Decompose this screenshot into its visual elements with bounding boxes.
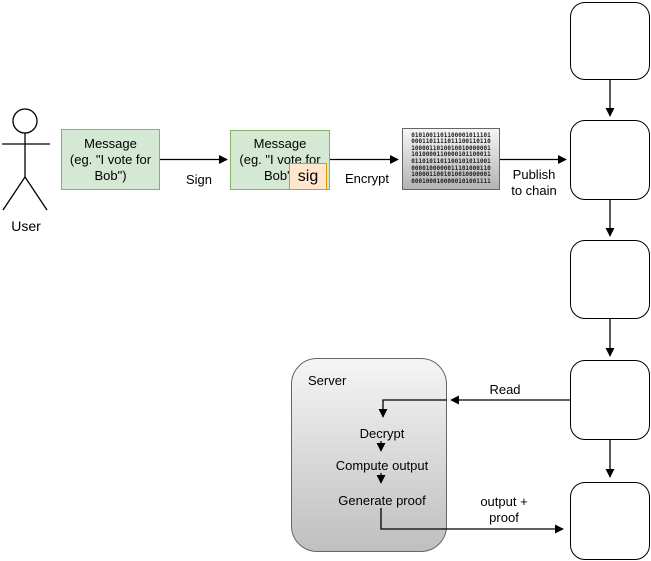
publish-to-chain-label: Publish to chain (511, 167, 557, 198)
user-actor-icon (2, 108, 50, 211)
message-box-plain-text: Message (eg. "I vote for Bob") (69, 135, 152, 183)
ciphertext-row: 1000011010010010000001 (411, 144, 491, 152)
read-label: Read (489, 382, 521, 397)
ciphertext-row: 1000011001010010000001 (411, 171, 491, 179)
chain-block-5 (570, 482, 650, 560)
ciphertext-row: 0001101111011100110110 (411, 138, 491, 146)
ciphertext-row: 1010000110000101100011 (411, 151, 491, 159)
server-title: Server (308, 373, 347, 388)
signature-badge: sig (289, 163, 327, 190)
message-box-plain: Message (eg. "I vote for Bob") (61, 129, 160, 190)
ciphertext-row: 0101001101100001011101 (411, 131, 491, 139)
chain-block-2 (570, 120, 650, 200)
chain-block-1 (570, 2, 650, 80)
ciphertext-box: 0101001101100001011101 00011011110111001… (402, 128, 500, 190)
encrypt-label: Encrypt (344, 171, 390, 186)
ciphertext-row: 0110101101100101011001 (411, 158, 491, 165)
user-label: User (11, 218, 41, 234)
server-step-compute-output: Compute output (335, 458, 429, 473)
output-proof-label: output + proof (480, 494, 528, 525)
chain-block-4 (570, 360, 650, 440)
chain-block-3 (570, 240, 650, 319)
ciphertext-row: 0000100000011101000110 (411, 164, 491, 172)
ciphertext-row: 0001000100000101001111 (411, 177, 491, 185)
signature-badge-text: sig (297, 167, 319, 185)
sign-label: Sign (185, 172, 213, 187)
server-step-decrypt: Decrypt (359, 426, 405, 441)
server-box: Server Decrypt Compute output Generate p… (291, 358, 447, 552)
server-step-generate-proof: Generate proof (338, 493, 426, 508)
message-box-signed-text: Message (eg. "I vote for Bob") (239, 136, 321, 183)
